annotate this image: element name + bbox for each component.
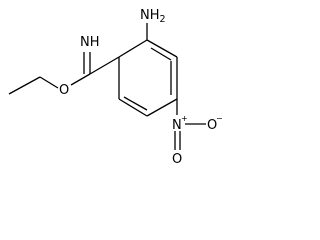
nitro-n-label: N: [172, 118, 182, 133]
amino-n-label: N: [140, 8, 150, 23]
ring-double-inner-top: [150, 47, 172, 61]
amino-subscript: 2: [160, 14, 166, 25]
ring-bond-6: [146, 39, 178, 58]
benzene-ring: [118, 39, 178, 117]
ring-double-inner-bottom: [123, 96, 148, 111]
ether-oxygen-label: O: [59, 83, 69, 98]
nitro-n-charge: +: [181, 114, 188, 123]
ch2-to-ch3-bond: [8, 76, 41, 95]
nitro-oxygen-right-label: O: [207, 118, 217, 133]
nitro-oxygen-bottom-label: O: [172, 152, 182, 167]
molecule-structure: NH2 NH O N + O − O: [8, 8, 223, 167]
amino-h-label: H: [150, 8, 160, 23]
ring-to-amidate-carbon-bond: [89, 56, 120, 75]
carbon-to-oxygen-bond: [70, 73, 91, 86]
ring-bond-3: [118, 98, 148, 117]
nitro-oxygen-right-charge: −: [216, 114, 223, 123]
amino-label: NH2: [140, 8, 166, 25]
ring-bond-1: [118, 39, 148, 58]
imine-label: NH: [80, 35, 100, 50]
ring-bond-4: [146, 98, 178, 117]
oxygen-to-ch2-bond: [39, 76, 59, 89]
